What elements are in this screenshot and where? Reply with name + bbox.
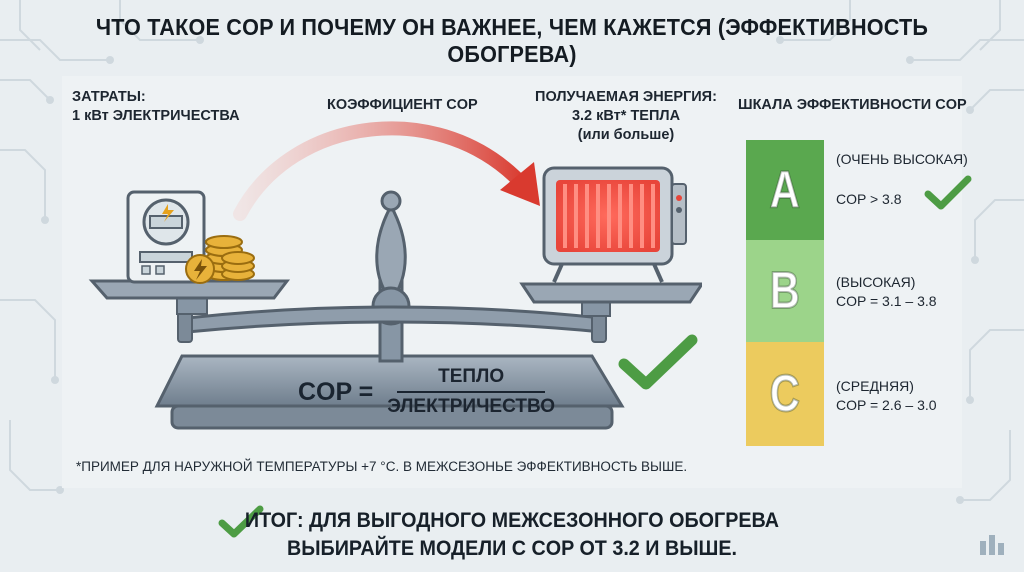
conclusion-line1: ИТОГ: ДЛЯ ВЫГОДНОГО МЕЖСЕЗОННОГО ОБОГРЕВ… — [244, 509, 780, 532]
band-b: B — [746, 240, 824, 342]
band-c-level: (СРЕДНЯЯ) — [836, 378, 914, 394]
check-icon — [618, 334, 698, 390]
received-line2: 3.2 кВт* ТЕПЛА — [571, 108, 681, 124]
band-c-letter: C — [769, 364, 801, 424]
band-b-range: COP = 3.1 – 3.8 — [836, 293, 937, 309]
formula-denominator: ЭЛЕКТРИЧЕСТВО — [387, 396, 555, 417]
band-a-level: (ОЧЕНЬ ВЫСОКАЯ) — [836, 151, 968, 167]
received-line3: (или больше) — [577, 127, 675, 143]
electric-meter-icon — [126, 190, 206, 284]
fraction-bar — [397, 391, 546, 393]
lightning-icon — [185, 254, 215, 284]
balance-scale-illustration — [88, 121, 702, 430]
costs-label: ЗАТРАТЫ: 1 кВт ЭЛЕКТРИЧЕСТВА — [72, 88, 240, 126]
conclusion-check-icon — [218, 505, 264, 538]
received-energy-label: ПОЛУЧАЕМАЯ ЭНЕРГИЯ: 3.2 кВт* ТЕПЛА (или … — [526, 88, 726, 145]
band-b-letter: B — [769, 261, 801, 321]
received-line1: ПОЛУЧАЕМАЯ ЭНЕРГИЯ: — [535, 89, 717, 105]
band-a-check-icon — [924, 175, 972, 210]
costs-line1: ЗАТРАТЫ: — [72, 89, 146, 105]
band-c: C — [746, 342, 824, 446]
band-b-level: (ВЫСОКАЯ) — [836, 274, 916, 290]
logo-icon — [980, 535, 1004, 555]
conclusion: ИТОГ: ДЛЯ ВЫГОДНОГО МЕЖСЕЗОННОГО ОБОГРЕВ… — [31, 507, 994, 563]
costs-line2: 1 кВт ЭЛЕКТРИЧЕСТВА — [72, 108, 240, 124]
heater-icon — [542, 166, 687, 283]
arrow-icon — [233, 121, 531, 221]
footnote: *ПРИМЕР ДЛЯ НАРУЖНОЙ ТЕМПЕРАТУРЫ +7 °С. … — [76, 459, 688, 474]
band-a-letter: A — [769, 160, 801, 220]
band-a-range: COP > 3.8 — [836, 191, 902, 207]
band-c-range: COP = 2.6 – 3.0 — [836, 397, 937, 413]
cop-formula: COP = ТЕПЛО ЭЛЕКТРИЧЕСТВО — [298, 366, 555, 418]
formula-fraction: ТЕПЛО ЭЛЕКТРИЧЕСТВО — [387, 366, 555, 418]
conclusion-line2: ВЫБИРАЙТЕ МОДЕЛИ С COP ОТ 3.2 И ВЫШЕ. — [286, 537, 738, 560]
efficiency-scale-title: ШКАЛА ЭФФЕКТИВНОСТИ COP — [738, 97, 967, 113]
formula-numerator: ТЕПЛО — [438, 366, 505, 387]
page-title: ЧТО ТАКОЕ COP И ПОЧЕМУ ОН ВАЖНЕЕ, ЧЕМ КА… — [95, 14, 929, 67]
coefficient-label: КОЭФФИЦИЕНТ COP — [327, 97, 478, 113]
arrow-head — [500, 162, 540, 206]
formula-lhs: COP = — [298, 377, 374, 406]
band-a: A — [746, 140, 824, 240]
